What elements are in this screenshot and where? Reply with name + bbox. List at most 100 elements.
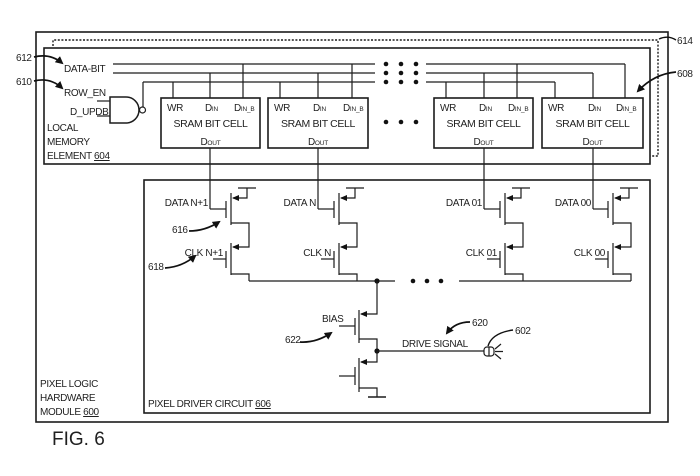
- ref-608: 608: [677, 69, 693, 80]
- bias-label: BIAS: [322, 314, 344, 325]
- data-transistor: [210, 187, 256, 248]
- callout-arrow-610: [33, 79, 64, 90]
- ref-618: 618: [148, 262, 164, 273]
- din-port-label: DIN: [205, 103, 218, 114]
- bus-ellipsis-dots: [383, 61, 419, 85]
- dout-port-main: D: [201, 137, 208, 148]
- ref-616: 616: [172, 225, 188, 236]
- clk-signal-label: CLK N: [303, 248, 331, 259]
- d-updb-label: D_UPDB: [70, 107, 109, 118]
- clk-transistor: [487, 243, 524, 281]
- local-memory-label-line-3: ELEMENT 604: [47, 151, 110, 162]
- driver-ellipsis-dots: [410, 278, 444, 284]
- dout-port-label: DOUT: [583, 137, 603, 148]
- callout-arrow-608: [636, 71, 677, 93]
- drain-connection: [505, 273, 524, 281]
- row-en-label: ROW_EN: [64, 88, 106, 99]
- cell-ellipsis-dots: [383, 119, 419, 125]
- sram-cell-title: SRAM BIT CELL: [281, 118, 356, 130]
- din-port-main: D: [205, 103, 212, 114]
- local-memory-label-line-1: LOCAL: [47, 123, 79, 134]
- wr-port-label: WR: [548, 103, 564, 114]
- source-arrow: [340, 244, 347, 250]
- clk-transistor: [213, 243, 250, 281]
- drain-connection: [613, 222, 632, 248]
- sram-cell-box: [433, 97, 534, 149]
- clk-transistor: [321, 243, 358, 281]
- sram-cell-title: SRAM BIT CELL: [446, 118, 521, 130]
- din-port-label: DIN: [588, 103, 601, 114]
- din-port-label: DIN: [479, 103, 492, 114]
- drive-signal-label: DRIVE SIGNAL: [402, 339, 469, 350]
- din-b-port-sub: IN_B: [623, 106, 637, 113]
- dout-port-main: D: [474, 137, 481, 148]
- data-transistor: [318, 187, 364, 248]
- din-port-sub: IN: [486, 106, 493, 113]
- source-arrow: [340, 195, 347, 201]
- sram-cell-box: [160, 97, 261, 149]
- nand-body: [109, 96, 140, 124]
- din-port-sub: IN: [320, 106, 327, 113]
- local-memory-label-line-2: MEMORY: [47, 137, 90, 148]
- driver-column: DATA N CLK N: [283, 187, 364, 281]
- data-signal-label: DATA N+1: [165, 198, 209, 209]
- signal-bus: [113, 63, 625, 107]
- pixel-driver-ref: 606: [255, 399, 271, 410]
- din-b-port-main: D: [234, 103, 241, 114]
- din-b-port-label: DIN_B: [343, 103, 364, 114]
- source-arrow: [506, 244, 513, 250]
- pixel-driver-label-text: PIXEL DRIVER CIRCUIT: [148, 399, 255, 410]
- din-port-sub: IN: [212, 106, 219, 113]
- source-arrow: [614, 244, 621, 250]
- ref-622: 622: [285, 335, 301, 346]
- din-port-label: DIN: [313, 103, 326, 114]
- din-port-main: D: [588, 103, 595, 114]
- data-signal-label: DATA N: [283, 198, 316, 209]
- ref-614: 614: [677, 36, 693, 47]
- sram-cell-title: SRAM BIT CELL: [555, 118, 630, 130]
- din-b-port-sub: IN_B: [350, 106, 364, 113]
- dout-port-sub: OUT: [315, 140, 328, 147]
- wr-port-label: WR: [440, 103, 456, 114]
- module-label-line-1: PIXEL LOGIC: [40, 379, 98, 390]
- sram-cell-box: [541, 97, 644, 149]
- ref-602: 602: [515, 326, 531, 337]
- drain-connection: [339, 273, 358, 281]
- drain-connection: [613, 273, 632, 281]
- din-b-port-sub: IN_B: [241, 106, 255, 113]
- data-signal-label: DATA 01: [446, 198, 483, 209]
- dout-port-label: DOUT: [201, 137, 221, 148]
- ref-610: 610: [16, 77, 32, 88]
- callout-leader-602: [487, 329, 514, 347]
- figure-caption: FIG. 6: [52, 429, 105, 450]
- ref-620: 620: [472, 318, 488, 329]
- bias-transistor: [339, 281, 378, 351]
- local-memory-element-box: [43, 47, 651, 165]
- write-enable-line: [142, 81, 555, 107]
- din-b-port-sub: IN_B: [515, 106, 529, 113]
- module-label-line-2: HARDWARE: [40, 393, 96, 404]
- clk-signal-label: CLK N+1: [185, 248, 224, 259]
- din-port-sub: IN: [595, 106, 602, 113]
- data-signal-label: DATA 00: [555, 198, 592, 209]
- module-label-line-3: MODULE 600: [40, 407, 100, 418]
- dout-port-sub: OUT: [480, 140, 493, 147]
- nand-output-bubble: [138, 106, 147, 114]
- drain-connection: [231, 273, 250, 281]
- data-transistor: [484, 187, 530, 248]
- memory-row-dashed-boundary: [52, 39, 659, 157]
- module-ref: 600: [83, 407, 99, 418]
- callout-arrow-612: [33, 55, 64, 65]
- callout-arrow-616: [188, 220, 221, 232]
- pixel-driver-circuit-box: [143, 179, 651, 414]
- dout-port-label: DOUT: [308, 137, 328, 148]
- din-b-port-label: DIN_B: [234, 103, 255, 114]
- drain-connection: [231, 222, 250, 248]
- source-arrow: [232, 244, 239, 250]
- callout-arrow-618: [164, 254, 197, 269]
